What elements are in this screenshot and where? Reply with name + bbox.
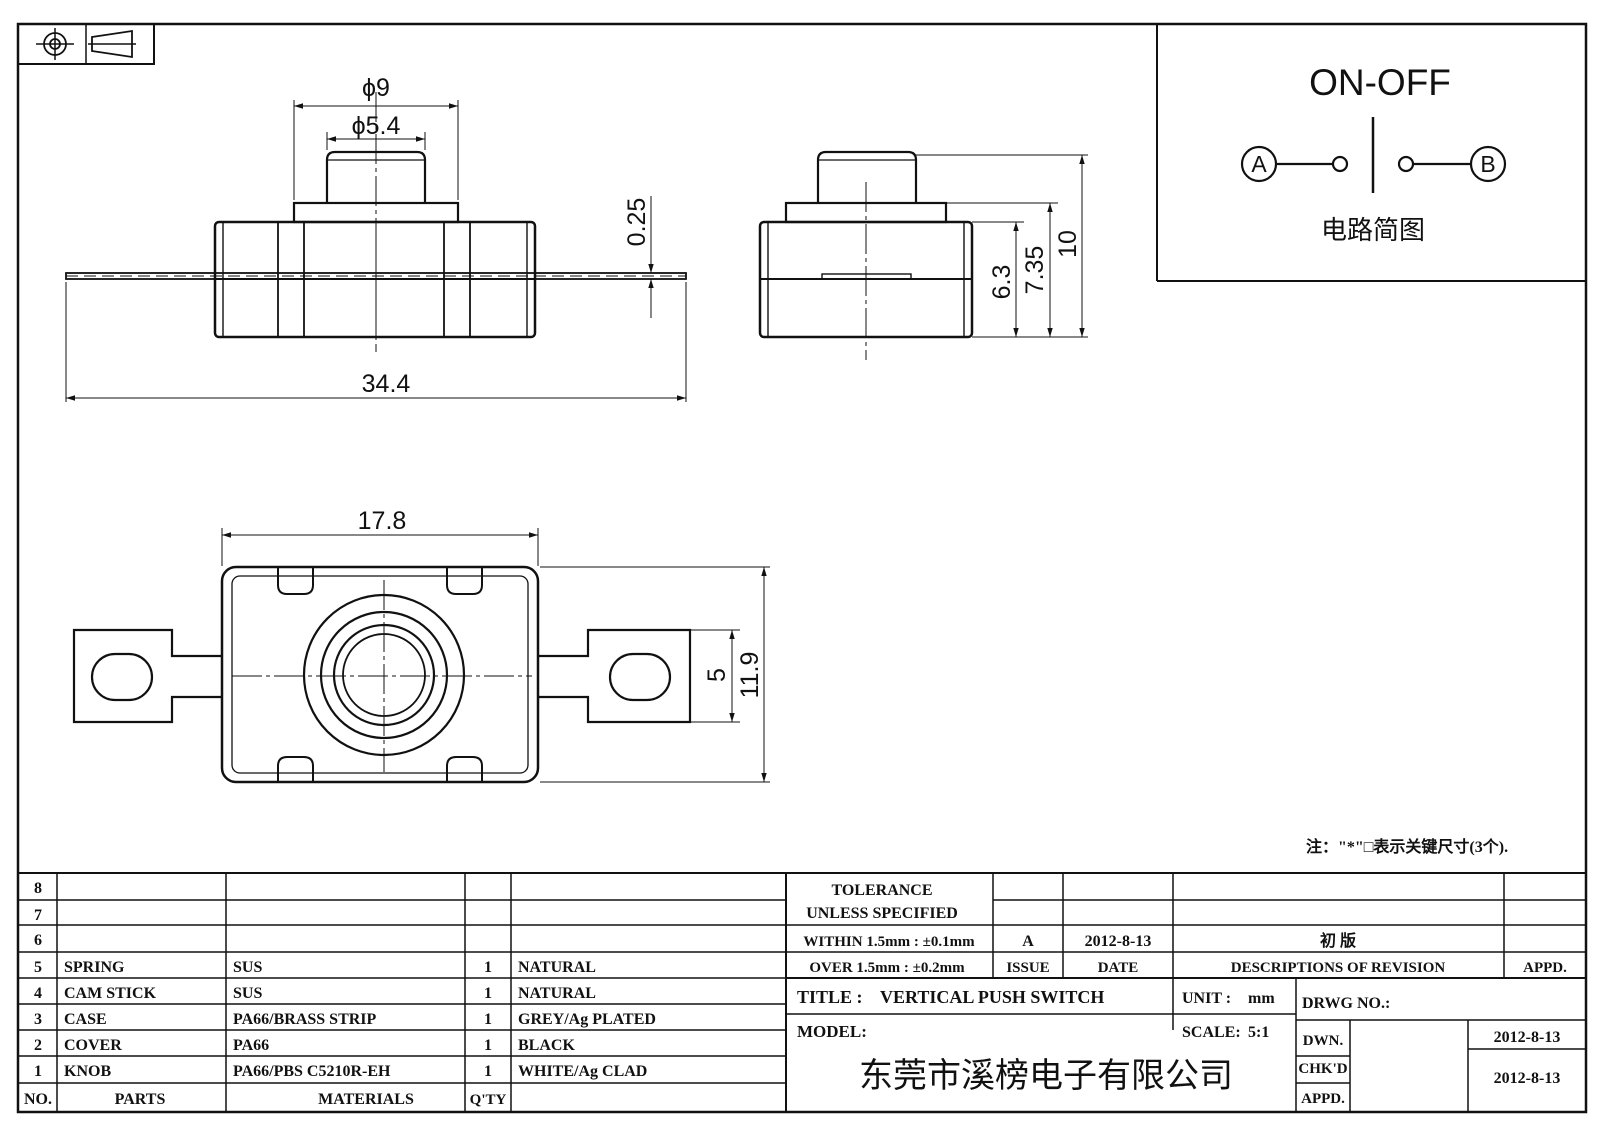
bom-cell-qty: 1 xyxy=(484,959,492,976)
bom-cell-no: 1 xyxy=(34,1063,42,1080)
circuit-title: ON-OFF xyxy=(1309,62,1451,103)
bom-cell-qty: 1 xyxy=(484,1063,492,1080)
bom-cell-no: 5 xyxy=(34,959,42,976)
bom-cell-finish: GREY/Ag PLATED xyxy=(518,1011,656,1028)
tolerance-line4: OVER 1.5mm : ±0.2mm xyxy=(809,960,965,976)
bom-cell-qty: 1 xyxy=(484,1011,492,1028)
revision-issue: A xyxy=(1022,933,1034,950)
dim-strip-thickness: 0.25 xyxy=(623,198,651,247)
bom-cell-no: 7 xyxy=(34,907,42,924)
bom-cell-no: 6 xyxy=(34,932,42,949)
drwg-no-label: DRWG NO.: xyxy=(1302,995,1390,1012)
circuit-terminal-a: A xyxy=(1251,151,1267,177)
bom-cell-qty: 1 xyxy=(484,1037,492,1054)
dim-body-depth: 11.9 xyxy=(736,652,764,699)
revision-col-appd: APPD. xyxy=(1523,960,1567,976)
bom-cell-finish: NATURAL xyxy=(518,985,596,1002)
circuit-diagram xyxy=(1156,24,1586,282)
bom-header-parts: PARTS xyxy=(115,1091,166,1108)
chkd-label: CHK'D xyxy=(1298,1061,1347,1077)
dim-body-height-top: 7.35 xyxy=(1021,246,1049,295)
front-view xyxy=(65,92,687,402)
side-view xyxy=(758,150,1088,360)
drawing-title: VERTICAL PUSH SWITCH xyxy=(880,987,1104,1007)
model-label: MODEL: xyxy=(797,1022,867,1041)
bom-cell-part: COVER xyxy=(64,1037,122,1054)
dwn-date: 2012-8-13 xyxy=(1494,1029,1561,1046)
table-row: 6 xyxy=(34,932,42,949)
bom-cell-qty: 1 xyxy=(484,985,492,1002)
bom-cell-part: SPRING xyxy=(64,959,125,976)
revision-date: 2012-8-13 xyxy=(1085,933,1152,950)
bom-cell-finish: BLACK xyxy=(518,1037,575,1054)
title-label: TITLE : xyxy=(797,987,863,1007)
chkd-date: 2012-8-13 xyxy=(1494,1070,1561,1087)
company-name: 东莞市溪榜电子有限公司 xyxy=(859,1057,1233,1095)
table-row: 7 xyxy=(34,907,42,924)
bom-cell-part: CASE xyxy=(64,1011,107,1028)
tolerance-line2: UNLESS SPECIFIED xyxy=(806,905,958,922)
table-row: 3 CASE PA66/BRASS STRIP 1 GREY/Ag PLATED xyxy=(34,1011,656,1028)
unit-label: UNIT : xyxy=(1182,990,1231,1007)
bom-header-materials: MATERIALS xyxy=(318,1091,414,1108)
table-row: 5 SPRING SUS 1 NATURAL xyxy=(34,959,596,976)
dwn-label: DWN. xyxy=(1303,1033,1344,1049)
bom-cell-material: SUS xyxy=(233,959,262,976)
revision-col-date: DATE xyxy=(1098,960,1139,976)
tolerance-line3: WITHIN 1.5mm : ±0.1mm xyxy=(803,934,975,950)
bom-cell-no: 4 xyxy=(34,985,42,1002)
table-row: 1 KNOB PA66/PBS C5210R-EH 1 WHITE/Ag CLAD xyxy=(34,1063,647,1080)
revision-col-desc: DESCRIPTIONS OF REVISION xyxy=(1231,960,1446,976)
bom-cell-part: KNOB xyxy=(64,1063,111,1080)
bom-cell-no: 3 xyxy=(34,1011,42,1028)
bom-cell-material: PA66/BRASS STRIP xyxy=(233,1011,377,1028)
bom-cell-no: 8 xyxy=(34,880,42,897)
bom-cell-material: SUS xyxy=(233,985,262,1002)
scale-value: 5:1 xyxy=(1248,1024,1269,1041)
drawing-border xyxy=(16,22,1588,1114)
revision-col-issue: ISSUE xyxy=(1006,960,1049,976)
dim-overall-length: 34.4 xyxy=(362,370,411,398)
dim-knob-outer-dia: ϕ9 xyxy=(362,74,390,102)
dim-body-width: 17.8 xyxy=(358,507,407,535)
dim-knob-inner-dia: ϕ5.4 xyxy=(352,112,401,140)
dim-tab-width: 5 xyxy=(703,668,731,682)
bom-cell-finish: WHITE/Ag CLAD xyxy=(518,1063,647,1080)
table-row: 8 xyxy=(34,880,42,897)
circuit-terminal-b: B xyxy=(1480,151,1495,177)
bom-cell-material: PA66 xyxy=(233,1037,269,1054)
tolerance-line1: TOLERANCE xyxy=(831,882,932,899)
unit-value: mm xyxy=(1248,990,1275,1007)
top-view xyxy=(72,528,770,784)
appd-label: APPD. xyxy=(1301,1091,1345,1107)
key-dimension-note: 注："*"□表示关键尺寸(3个). xyxy=(1306,837,1508,856)
bom-cell-finish: NATURAL xyxy=(518,959,596,976)
dim-total-height: 10 xyxy=(1054,230,1082,258)
bom-header-no: NO. xyxy=(24,1091,52,1108)
bom-cell-part: CAM STICK xyxy=(64,985,157,1002)
table-row: 2 COVER PA66 1 BLACK xyxy=(34,1037,575,1054)
revision-description: 初 版 xyxy=(1320,931,1356,950)
dim-body-height-base: 6.3 xyxy=(988,265,1016,300)
projection-symbol-icon xyxy=(17,23,155,65)
bom-cell-material: PA66/PBS C5210R-EH xyxy=(233,1063,391,1080)
table-row: 4 CAM STICK SUS 1 NATURAL xyxy=(34,985,596,1002)
scale-label: SCALE: xyxy=(1182,1024,1241,1041)
bom-cell-no: 2 xyxy=(34,1037,42,1054)
bom-header-qty: Q'TY xyxy=(470,1092,507,1108)
circuit-caption: 电路简图 xyxy=(1321,215,1425,245)
title-block-grid xyxy=(18,872,1586,1112)
